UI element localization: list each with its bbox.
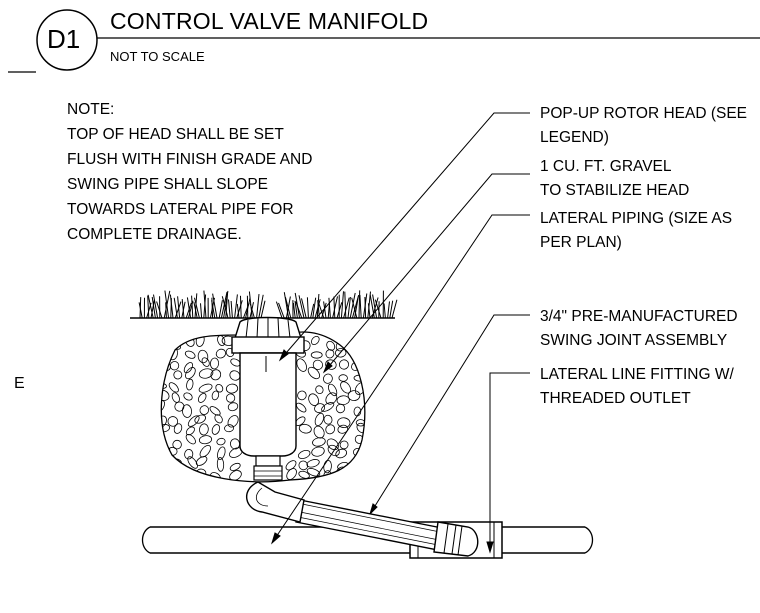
leader-lines [271, 112, 530, 554]
detail-bubble [36, 9, 98, 71]
pop-up-rotor-head [231, 316, 305, 481]
callout-fitting: LATERAL LINE FITTING W/ THREADED OUTLET [540, 363, 734, 411]
callout-line: LATERAL PIPING (SIZE AS [540, 210, 733, 227]
note-block: NOTE: TOP OF HEAD SHALL BE SET FLUSH WIT… [67, 97, 312, 247]
note-line: TOWARDS LATERAL PIPE FOR [67, 201, 294, 218]
swing-joint-assembly [246, 481, 479, 557]
callout-rotor-head: POP-UP ROTOR HEAD (SEE LEGEND) [540, 102, 747, 150]
drawing-title: CONTROL VALVE MANIFOLD [110, 8, 429, 34]
scale-note: NOT TO SCALE [110, 49, 205, 64]
callout-line: 1 CU. FT. GRAVEL [540, 158, 672, 175]
callout-line: TO STABILIZE HEAD [540, 182, 690, 199]
callout-line: POP-UP ROTOR HEAD (SEE [540, 105, 747, 122]
note-line: TOP OF HEAD SHALL BE SET [67, 126, 284, 143]
note-heading: NOTE: [67, 101, 115, 118]
detail-id: D1 [47, 24, 81, 54]
note-line: FLUSH WITH FINISH GRADE AND [67, 151, 313, 168]
turf-hatch [138, 290, 398, 319]
note-line: SWING PIPE SHALL SLOPE [67, 176, 268, 193]
callout-gravel: 1 CU. FT. GRAVEL TO STABILIZE HEAD [540, 155, 689, 203]
callout-swing-joint: 3/4" PRE-MANUFACTURED SWING JOINT ASSEMB… [540, 305, 738, 353]
callout-line: SWING JOINT ASSEMBLY [540, 332, 728, 349]
title-block [8, 9, 760, 73]
callout-line: PER PLAN) [540, 234, 622, 251]
callout-line: LATERAL LINE FITTING W/ [540, 366, 734, 383]
finish-grade [130, 290, 398, 319]
side-marker: E [14, 375, 25, 392]
callout-line: 3/4" PRE-MANUFACTURED [540, 308, 738, 325]
note-line: COMPLETE DRAINAGE. [67, 226, 242, 243]
callout-lateral-piping: LATERAL PIPING (SIZE AS PER PLAN) [540, 207, 732, 255]
callout-line: LEGEND) [540, 129, 609, 146]
callout-line: THREADED OUTLET [540, 390, 691, 407]
